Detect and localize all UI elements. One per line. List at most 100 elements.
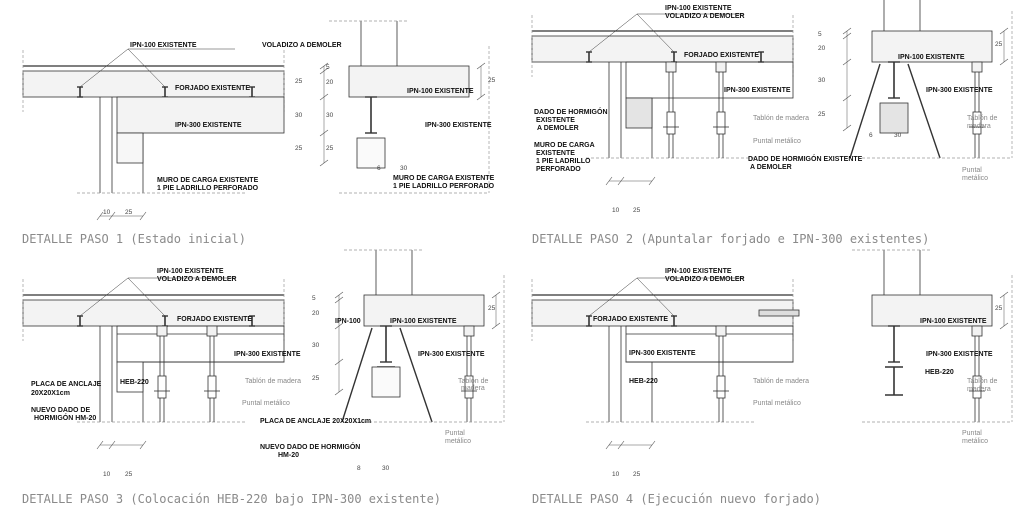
dimension-value: 25 [125, 209, 133, 216]
annotation-note: Puntal [962, 167, 982, 174]
annotation-label: HEB-220 [120, 379, 149, 386]
annotation-note: Tablón de madera [753, 378, 809, 385]
annotation-note: madera [461, 385, 485, 392]
elevation-view [531, 13, 794, 186]
line [319, 62, 329, 70]
line [127, 48, 166, 88]
dimension-value: 25 [995, 41, 1003, 48]
annotation-label: PERFORADO [536, 166, 581, 173]
annotation-label: IPN-100 [335, 318, 361, 325]
line [605, 176, 613, 186]
line [849, 63, 881, 159]
annotation-label: IPN-300 EXISTENTE [175, 122, 242, 129]
line [842, 32, 852, 40]
line [999, 27, 1009, 35]
line [319, 67, 329, 75]
puntal-sleeve [716, 111, 726, 135]
puntal-sleeve [972, 375, 982, 399]
annotation-label: IPN-300 EXISTENTE [629, 350, 696, 357]
annotation-label: IPN-300 EXISTENTE [724, 87, 791, 94]
annotation-label: A DEMOLER [537, 125, 579, 132]
line [605, 440, 613, 450]
annotation-label: 1 PIE LADRILLO PERFORADO [393, 183, 495, 190]
line [476, 62, 486, 70]
line [842, 94, 852, 102]
dimension-value: 30 [818, 77, 826, 84]
annotation-label: MURO DE CARGA EXISTENTE [393, 175, 495, 182]
dimension-value: 20 [326, 79, 334, 86]
annotation-label: IPN-300 EXISTENTE [425, 122, 492, 129]
puntal-sleeve [666, 111, 676, 135]
tablon-de-madera [971, 325, 983, 337]
line [334, 296, 344, 304]
annotation-label: MURO DE CARGA [534, 142, 595, 149]
annotation-note: Tablón de [967, 378, 997, 385]
annotation-label: IPN-100 EXISTENTE [407, 88, 474, 95]
dimension-value: 25 [818, 111, 826, 118]
annotation-note: Tablón de [458, 378, 488, 385]
slab-section [871, 294, 993, 327]
dado-hormigon [625, 97, 653, 129]
line [648, 176, 656, 186]
line [319, 159, 329, 167]
puntal-sleeve [716, 375, 726, 399]
dimension-value: 25 [995, 305, 1003, 312]
line [636, 277, 675, 317]
line [842, 124, 852, 132]
line [334, 291, 344, 299]
line [79, 277, 129, 317]
annotation-label: PLACA DE ANCLAJE 20X20X1cm [260, 418, 371, 425]
dimension-value: 30 [400, 165, 408, 172]
annotation-note: madera [967, 386, 991, 393]
annotation-label: EXISTENTE [536, 150, 575, 157]
line [999, 58, 1009, 66]
annotation-label: 20X20X1cm [31, 390, 70, 397]
annotation-label: IPN-100 EXISTENTE [898, 54, 965, 61]
annotation-note: metálico [445, 438, 471, 445]
annotation-label: A DEMOLER [750, 164, 792, 171]
line [96, 211, 104, 221]
line [341, 327, 373, 423]
annotation-note: Tablón de [967, 115, 997, 122]
line [319, 129, 329, 137]
annotation-label: VOLADIZO A DEMOLER [665, 276, 745, 283]
dimension-value: 25 [295, 145, 303, 152]
dado-section [371, 366, 401, 398]
annotation-note: Puntal metálico [753, 400, 801, 407]
dimension-value: 30 [382, 465, 390, 472]
slab-section [348, 65, 470, 98]
annotation-note: metálico [962, 438, 988, 445]
line [319, 93, 329, 101]
annotation-label: 1 PIE LADRILLO PERFORADO [157, 185, 259, 192]
dimension-value: 5 [818, 31, 822, 38]
dimension-value: 25 [326, 145, 334, 152]
puntal-sleeve [157, 375, 167, 399]
annotation-label: HORMIGÓN HM-20 [34, 413, 96, 422]
line [108, 211, 116, 221]
dimension-value: 25 [312, 375, 320, 382]
dimension-value: 30 [312, 342, 320, 349]
dimension-value: 10 [103, 209, 111, 216]
annotation-label: IPN-100 EXISTENTE [665, 5, 732, 12]
annotation-note: Tablón de madera [245, 378, 301, 385]
dado-hormigon [116, 132, 144, 164]
annotation-label: IPN-100 EXISTENTE [130, 42, 197, 49]
tablon-de-madera [206, 325, 218, 337]
section-view [842, 0, 1013, 159]
dimension-value: 20 [312, 310, 320, 317]
section-view [334, 249, 505, 423]
elevation-view [22, 48, 285, 221]
nuevo-forjado [758, 309, 800, 317]
line [127, 277, 166, 317]
dado-section [879, 102, 909, 134]
annotation-label: IPN-100 EXISTENTE [157, 268, 224, 275]
dimension-value: 20 [818, 45, 826, 52]
line [617, 440, 625, 450]
annotation-note: Puntal [962, 430, 982, 437]
line [476, 93, 486, 101]
dimension-value: 10 [612, 207, 620, 214]
line [108, 440, 116, 450]
